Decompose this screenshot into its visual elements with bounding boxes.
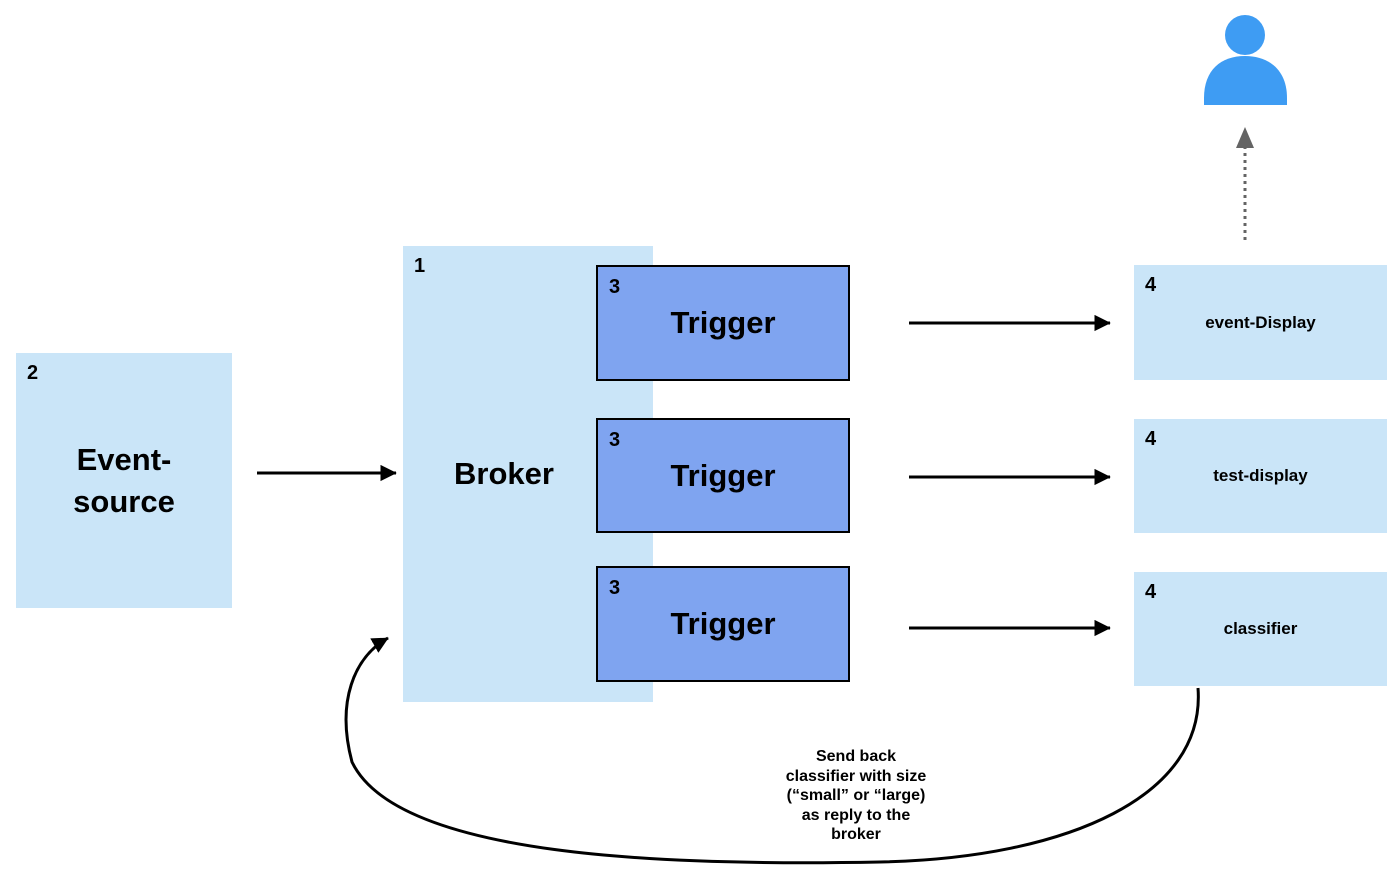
user-icon bbox=[1204, 15, 1287, 105]
test-display-badge: 4 bbox=[1145, 428, 1157, 450]
trigger-box-2: 3 Trigger bbox=[596, 418, 850, 533]
reply-note: Send back classifier with size (“small” … bbox=[785, 748, 927, 843]
trigger-1-label: Trigger bbox=[670, 305, 776, 341]
trigger-2-label: Trigger bbox=[670, 457, 776, 493]
event-display-box: 4 event-Display bbox=[1134, 265, 1387, 380]
event-source-badge: 2 bbox=[27, 362, 39, 384]
curved-arrow-classifier-reply-to-broker bbox=[344, 636, 1200, 865]
event-source-box: 2 Event- source bbox=[16, 353, 232, 608]
classifier-badge: 4 bbox=[1145, 581, 1157, 603]
event-display-badge: 4 bbox=[1145, 274, 1157, 296]
trigger-3-badge: 3 bbox=[609, 577, 621, 599]
trigger-2-badge: 3 bbox=[609, 429, 621, 451]
classifier-box: 4 classifier bbox=[1134, 572, 1387, 686]
test-display-label: test-display bbox=[1213, 466, 1308, 485]
trigger-1-badge: 3 bbox=[609, 276, 621, 298]
test-display-box: 4 test-display bbox=[1134, 419, 1387, 533]
classifier-label: classifier bbox=[1223, 619, 1298, 638]
event-display-label: event-Display bbox=[1205, 312, 1316, 332]
trigger-box-3: 3 Trigger bbox=[596, 566, 850, 682]
broker-badge: 1 bbox=[414, 255, 426, 277]
trigger-3-label: Trigger bbox=[670, 606, 776, 642]
broker-label: Broker bbox=[454, 456, 554, 492]
dashed-arrow-head bbox=[1236, 127, 1254, 148]
event-source-label: Event- source bbox=[73, 441, 175, 519]
trigger-box-1: 3 Trigger bbox=[596, 265, 850, 381]
